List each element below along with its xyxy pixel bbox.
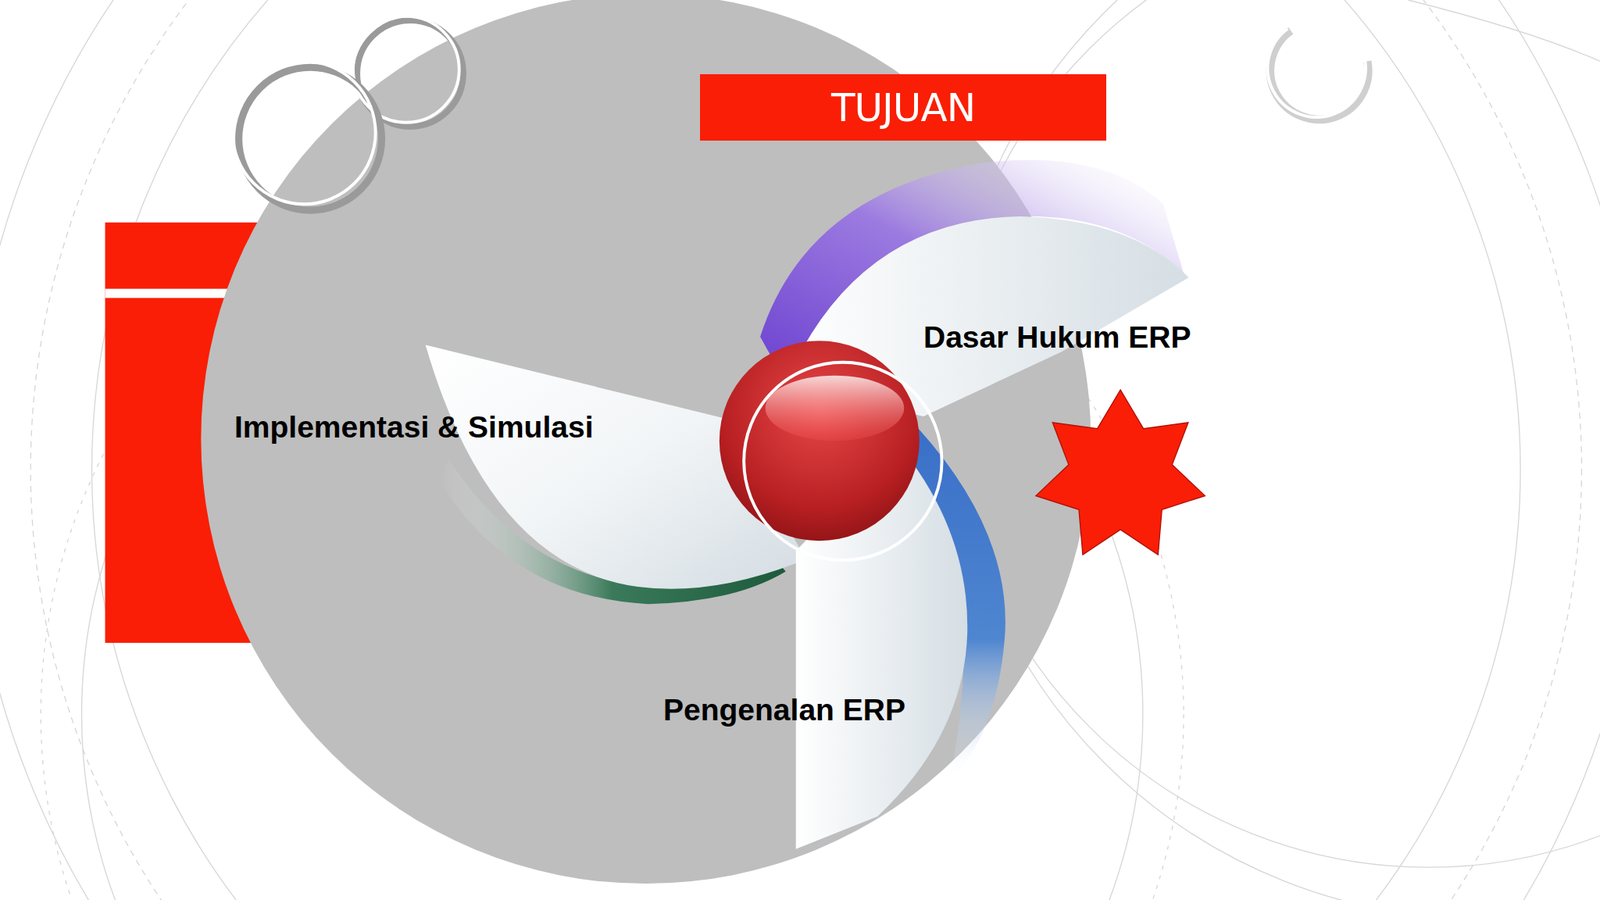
- blade-label: Implementasi & Simulasi: [234, 410, 594, 446]
- blade-label: Pengenalan ERP: [663, 692, 906, 729]
- center-sphere: [719, 340, 920, 541]
- blade-label-node: Pengenalan ERP: [663, 689, 950, 733]
- sphere-ring: [743, 362, 942, 561]
- title-bar: TUJUAN: [700, 74, 1107, 141]
- blade-label-node: Dasar Hukum ERP: [923, 316, 1230, 360]
- decor-rings: [232, 16, 1369, 211]
- sphere-gloss: [765, 375, 905, 442]
- blade-label: Dasar Hukum ERP: [923, 320, 1191, 356]
- red-star: [1035, 389, 1206, 555]
- blade-label-node: Implementasi & Simulasi: [234, 406, 643, 450]
- title-text: TUJUAN: [831, 85, 975, 131]
